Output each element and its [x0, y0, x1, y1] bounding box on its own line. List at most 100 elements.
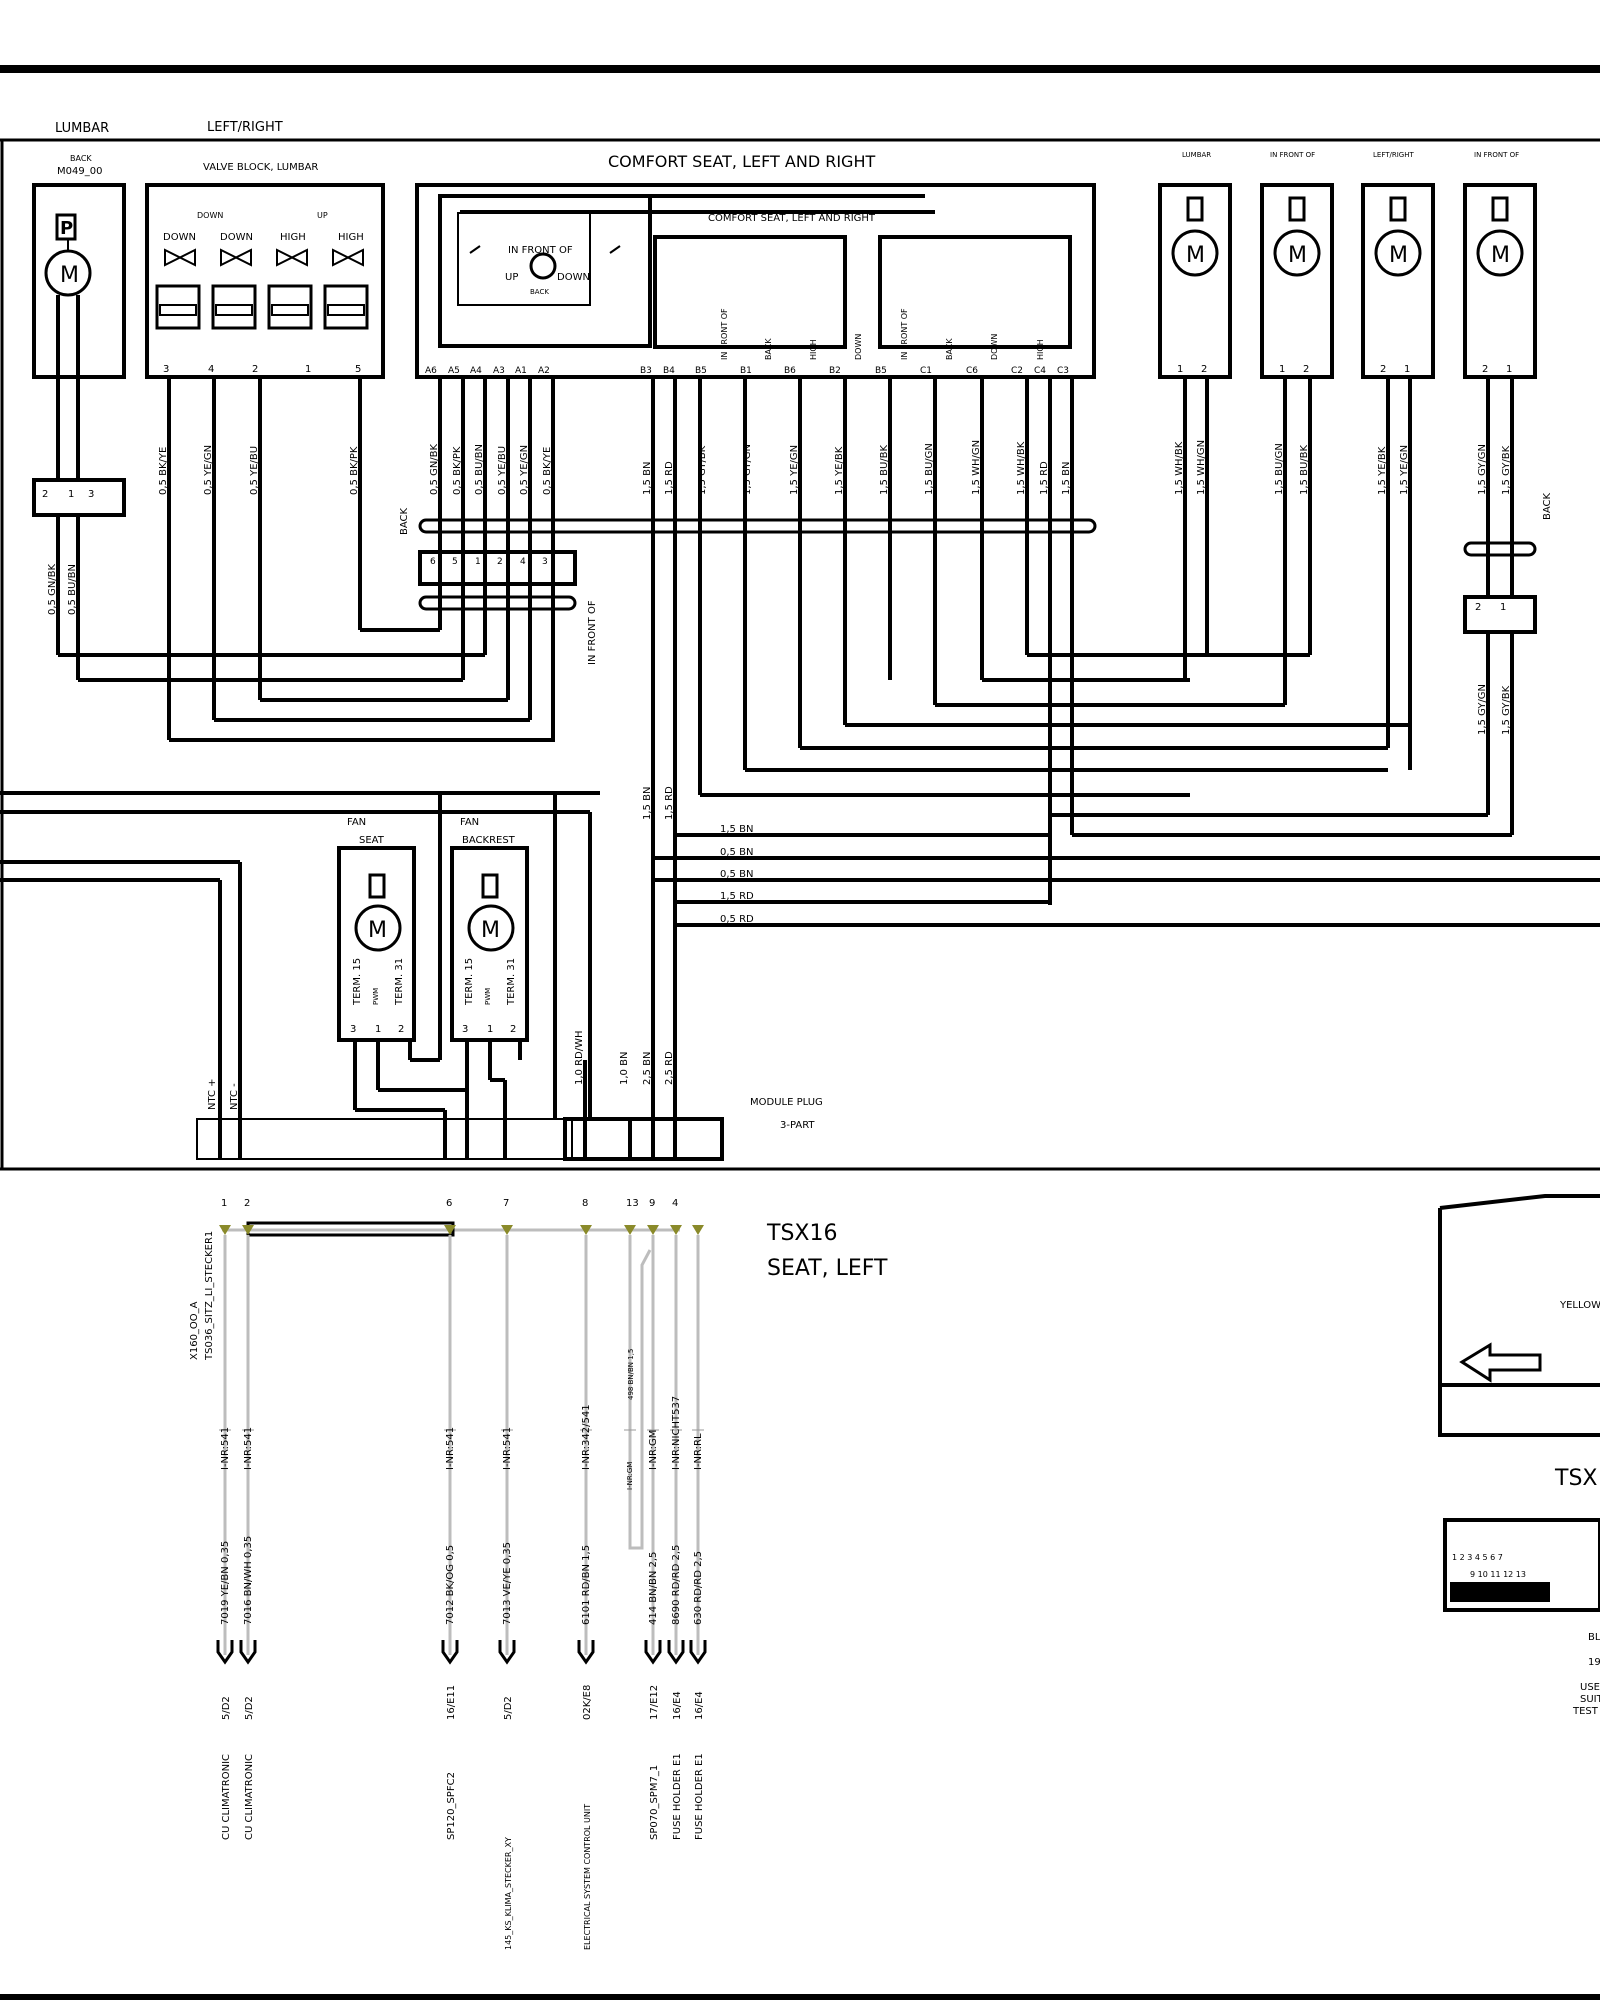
pin-wire-label: 630 RD/RD 2,5: [693, 1551, 704, 1625]
fan-back-title: FAN: [460, 817, 479, 828]
fan-seat-term31: TERM. 31: [394, 958, 405, 1006]
motor-1-pin-a: 1: [1177, 364, 1183, 375]
comfort-a-label-4: 0,5 YE/BU: [497, 446, 508, 495]
vertical-bus-label-1: 1,5 BN: [642, 787, 653, 820]
fan-back-pin-1: 3: [462, 1024, 468, 1035]
right-motor-3: LEFT/RIGHT M 2 1: [1361, 151, 1435, 379]
motor-4-pin-b: 1: [1506, 364, 1512, 375]
comfort-pin-B6: B6: [784, 366, 796, 376]
valve-pin-1: 3: [163, 364, 169, 375]
comfort-pin-C3: C3: [1057, 366, 1069, 376]
pin-ref-label: 16/E4: [672, 1691, 683, 1720]
label-valve-block: VALVE BLOCK, LUMBAR: [203, 162, 318, 173]
motor-wire-label-5: 1,5 YE/BK: [1377, 446, 1388, 495]
label-back-small: BACK: [70, 154, 92, 163]
right-motor-2: IN FRONT OF M 1 2: [1260, 151, 1334, 379]
pin-ref-label: 17/E12: [649, 1685, 660, 1720]
motor-header-2: IN FRONT OF: [1270, 151, 1315, 159]
comfort-a-label-1: 0,5 GN/BK: [429, 443, 440, 495]
comfort-switch-label-1: IN FRONT OF: [720, 308, 729, 360]
pin-number: 1: [221, 1198, 227, 1209]
right-panel-pins-bottom: 9 10 11 12 13: [1470, 1570, 1526, 1579]
mid-conn-pin-2: 5: [452, 557, 458, 567]
motor-header-4: IN FRONT OF: [1474, 151, 1519, 159]
motor-2-pin-b: 2: [1303, 364, 1309, 375]
valve-label-3: HIGH: [280, 232, 306, 243]
pin-terminal: [242, 1225, 254, 1235]
pin-plug: [667, 1640, 685, 1665]
left-bus: [0, 791, 600, 1160]
comfort-wires-b: [651, 377, 1410, 1160]
valve-pin-3: 2: [252, 364, 258, 375]
switch-down: DOWN: [557, 272, 590, 283]
comfort-pin-C4: C4: [1034, 366, 1046, 376]
pin-destination-label: CU CLIMATRONIC: [221, 1754, 232, 1840]
mid-in-front-label: IN FRONT OF: [587, 600, 598, 665]
valve-pin-5: 5: [355, 364, 361, 375]
lumbar-wire-label-1: 0,5 GN/BK: [47, 563, 58, 615]
valve-label-2: DOWN: [220, 232, 253, 243]
comfort-seat-inner-title: COMFORT SEAT, LEFT AND RIGHT: [708, 213, 876, 224]
comfort-pin-C2: C2: [1011, 366, 1023, 376]
pin-ref-label: 5/D2: [503, 1696, 514, 1720]
connector-title-2: SEAT, LEFT: [767, 1256, 888, 1281]
mid-conn-pin-4: 2: [497, 557, 503, 567]
comfort-pin-A2: A2: [538, 366, 550, 376]
comfort-b-label-10: 1,5 WH/BK: [1016, 441, 1027, 495]
pin-ref-label: 16/E4: [694, 1691, 705, 1720]
motor-wire-label-6: 1,5 YE/GN: [1399, 445, 1410, 495]
wire-label-valve-2: 0,5 YE/GN: [203, 445, 214, 495]
module-wire-label-4: 2,5 RD: [664, 1051, 675, 1085]
ntc-plus-label: NTC +: [207, 1078, 218, 1110]
right-panel-use: USE: [1580, 1682, 1600, 1693]
comfort-a-label-5: 0,5 YE/GN: [519, 445, 530, 495]
fan-backrest: FAN BACKREST M TERM. 15 PWM TERM. 31 3 1…: [450, 817, 529, 1042]
bus-label-2: 0,5 BN: [720, 847, 753, 858]
pin-plug: [498, 1640, 516, 1665]
pin-wire-label: 6101 RD/BN 1,5: [581, 1545, 592, 1625]
motor-2-pin-a: 1: [1279, 364, 1285, 375]
svg-text:M: M: [1288, 243, 1307, 268]
module-plug-line2: 3-PART: [780, 1120, 815, 1131]
comfort-pin-B4: B4: [663, 366, 675, 376]
module-plug-line1: MODULE PLUG: [750, 1097, 823, 1108]
pin-destination-label: ELECTRICAL SYSTEM CONTROL UNIT: [583, 1804, 592, 1950]
pin-terminal: [670, 1225, 682, 1235]
comfort-pin-B2: B2: [829, 366, 841, 376]
pin-terminal: [501, 1225, 513, 1235]
fan-wires: [353, 1040, 522, 1160]
fan-seat-term15: TERM. 15: [352, 958, 363, 1006]
valve-label-1: DOWN: [163, 232, 196, 243]
mid-conn-pin-1: 6: [430, 557, 436, 567]
pin-destination-label: FUSE HOLDER E1: [672, 1753, 683, 1840]
mid-conn-pin-6: 3: [542, 557, 548, 567]
lumbar-conn-pin-1: 2: [42, 489, 48, 500]
pin-ref-label: 16/E11: [446, 1685, 457, 1720]
lumbar-motor: P M: [32, 183, 126, 480]
right-conn-pin-1: 2: [1475, 602, 1481, 613]
comfort-pin-B3: B3: [640, 366, 652, 376]
comfort-a-label-3: 0,5 BU/BN: [474, 444, 485, 495]
pin-terminal: [624, 1225, 636, 1235]
right-panel-color: YELLOW: [1559, 1300, 1600, 1311]
pin-terminal: [444, 1225, 456, 1235]
pin-nr-label: I-NR:NICHT537: [671, 1396, 682, 1470]
pin-number: 6: [446, 1198, 452, 1209]
valve-pin-2: 4: [208, 364, 214, 375]
right-bus: [653, 833, 1600, 927]
pin-ref-label: 5/D2: [221, 1696, 232, 1720]
bus-label-5: 0,5 RD: [720, 914, 754, 925]
fan-back-pin-2: 1: [487, 1024, 493, 1035]
pin-plug: [239, 1640, 257, 1665]
comfort-pin-A4: A4: [470, 366, 482, 376]
pin-terminal: [692, 1225, 704, 1235]
wire-label-valve-4: 0,5 BK/PK: [349, 446, 360, 495]
motor-wire-label-1: 1,5 WH/BK: [1174, 441, 1185, 495]
mid-connector: 6 5 1 2 4 3: [418, 518, 1097, 611]
fan-seat-title: FAN: [347, 817, 366, 828]
comfort-b-label-11: 1,5 RD: [1039, 461, 1050, 495]
pin-ref-label: 02K/E8: [582, 1685, 593, 1720]
comfort-switch-label-7: DOWN: [990, 334, 999, 360]
pin-wire-label: 8690 RD/RD 2,5: [671, 1545, 682, 1625]
